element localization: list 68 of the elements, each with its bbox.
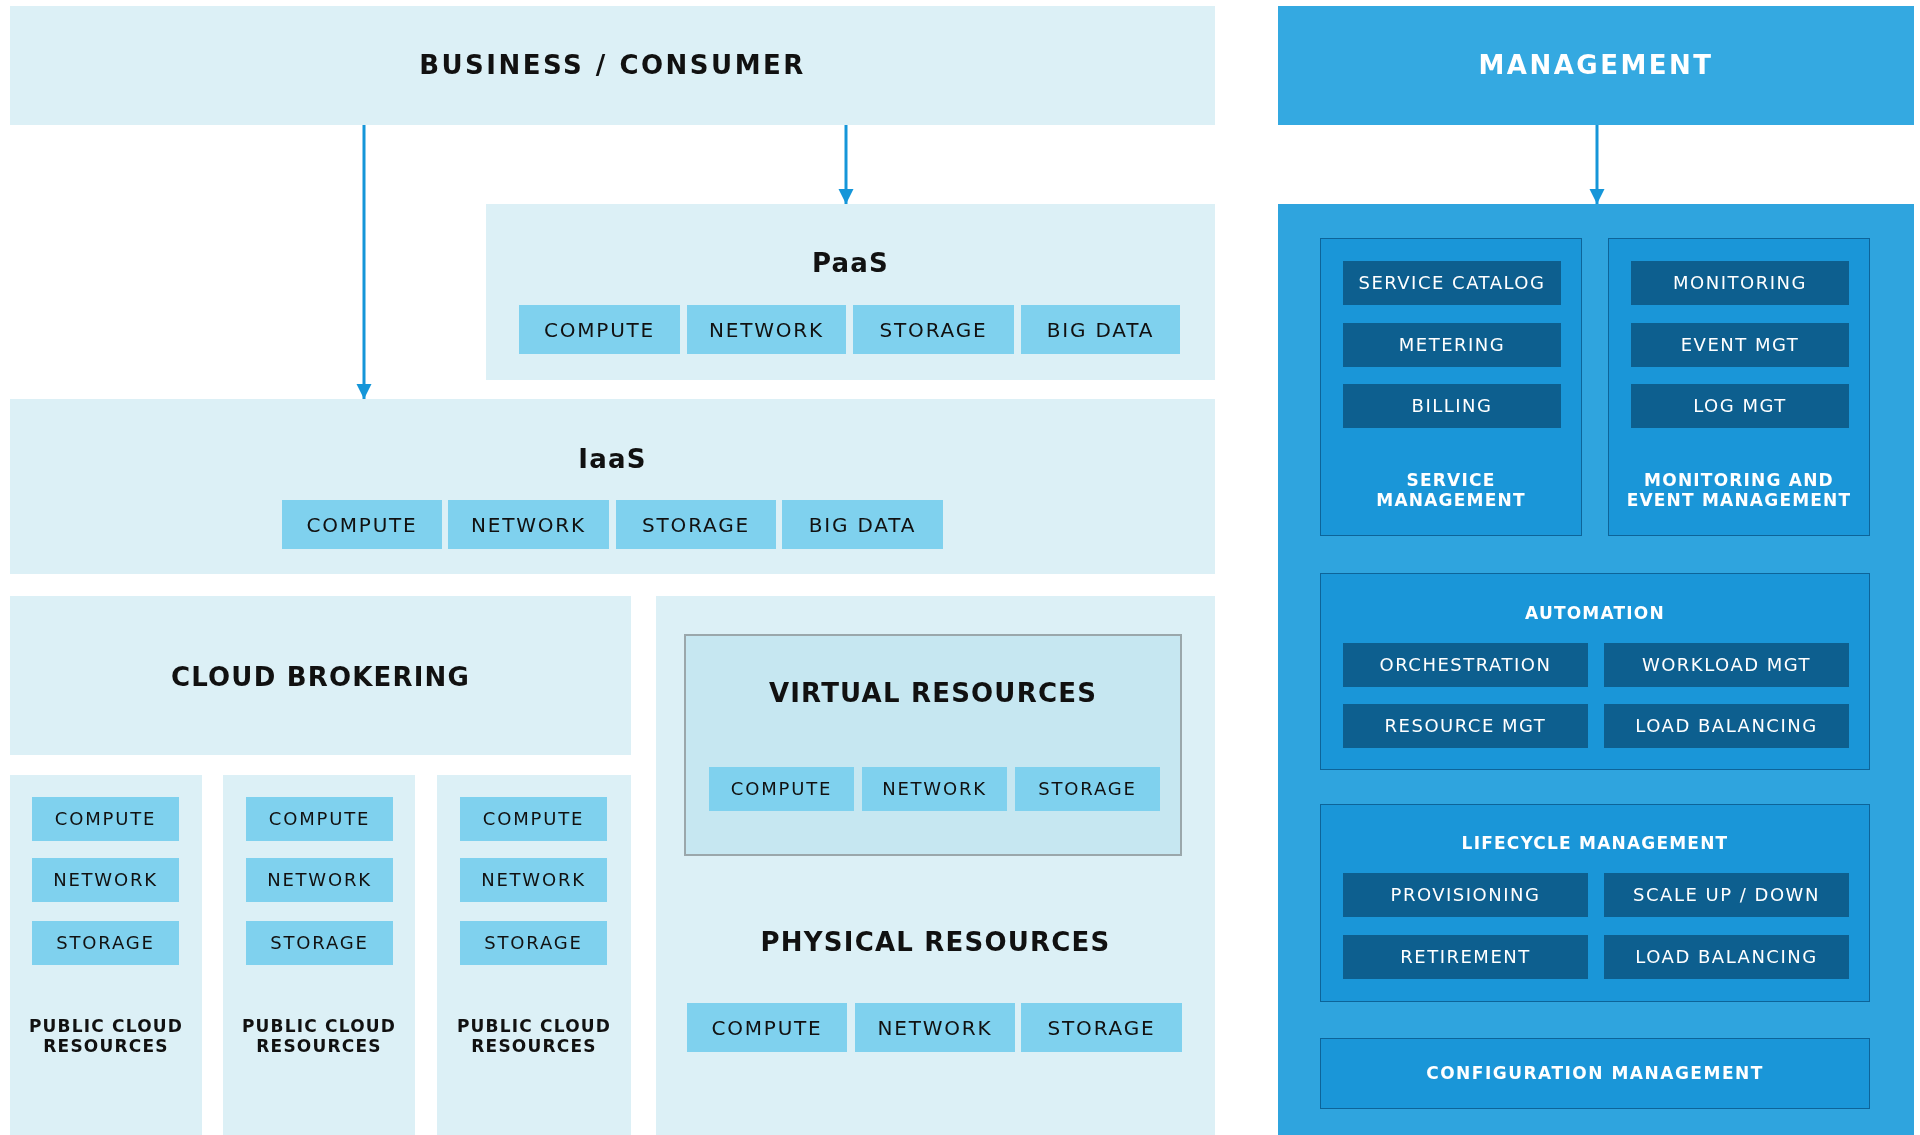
resource-chip: COMPUTE xyxy=(282,500,442,549)
virtual-resources-box xyxy=(684,634,1182,856)
function-tile: LOAD BALANCING xyxy=(1604,704,1849,748)
resource-chip: NETWORK xyxy=(687,305,846,354)
panel-title: PUBLIC CLOUD RESOURCES xyxy=(240,1015,398,1057)
panel-title: PUBLIC CLOUD RESOURCES xyxy=(27,1015,185,1057)
panel-title: SERVICE MANAGEMENT xyxy=(1375,469,1527,511)
resource-chip: STORAGE xyxy=(1021,1003,1182,1052)
function-group xyxy=(1320,573,1870,770)
function-tile: SCALE UP / DOWN xyxy=(1604,873,1849,917)
resource-chip: NETWORK xyxy=(855,1003,1015,1052)
layer-panel xyxy=(10,399,1215,574)
function-group xyxy=(1320,804,1870,1002)
resource-chip: COMPUTE xyxy=(687,1003,847,1052)
layer-panel xyxy=(10,775,202,1135)
panel-title: PHYSICAL RESOURCES xyxy=(760,927,1111,959)
resource-chip: NETWORK xyxy=(448,500,609,549)
panel-title: IaaS xyxy=(578,444,647,476)
resource-chip: NETWORK xyxy=(246,858,393,902)
management-panel xyxy=(1278,204,1914,1135)
layer-panel xyxy=(10,596,631,755)
panel-title: VIRTUAL RESOURCES xyxy=(768,678,1098,710)
layer-panel xyxy=(223,775,415,1135)
resource-chip: COMPUTE xyxy=(519,305,680,354)
arrow xyxy=(1589,125,1605,204)
resource-chip: NETWORK xyxy=(460,858,607,902)
arrow xyxy=(356,125,372,399)
panel-title: PaaS xyxy=(812,248,889,280)
panel-title: MONITORING AND EVENT MANAGEMENT xyxy=(1625,469,1853,511)
resource-chip: STORAGE xyxy=(460,921,607,965)
function-tile: BILLING xyxy=(1343,384,1561,428)
function-tile: RETIREMENT xyxy=(1343,935,1588,979)
function-tile: WORKLOAD MGT xyxy=(1604,643,1849,687)
function-tile: MONITORING xyxy=(1631,261,1849,305)
panel-title: LIFECYCLE MANAGEMENT xyxy=(1461,832,1729,854)
resource-chip: BIG DATA xyxy=(782,500,943,549)
resource-chip: STORAGE xyxy=(32,921,179,965)
function-tile: EVENT MGT xyxy=(1631,323,1849,367)
resource-chip: COMPUTE xyxy=(32,797,179,841)
resource-chip: COMPUTE xyxy=(709,767,854,811)
function-group xyxy=(1320,238,1582,536)
panel-title: AUTOMATION xyxy=(1525,602,1665,624)
function-group xyxy=(1608,238,1870,536)
layer-panel xyxy=(656,596,1215,1135)
resource-chip: STORAGE xyxy=(853,305,1014,354)
function-tile: ORCHESTRATION xyxy=(1343,643,1588,687)
function-group: CONFIGURATION MANAGEMENT xyxy=(1320,1038,1870,1109)
resource-chip: NETWORK xyxy=(32,858,179,902)
resource-chip: STORAGE xyxy=(1015,767,1160,811)
resource-chip: STORAGE xyxy=(616,500,776,549)
layer-panel xyxy=(486,204,1215,380)
layer-panel: BUSINESS / CONSUMER xyxy=(10,6,1215,125)
resource-chip: COMPUTE xyxy=(246,797,393,841)
arrow xyxy=(838,125,854,204)
function-tile: LOG MGT xyxy=(1631,384,1849,428)
function-tile: RESOURCE MGT xyxy=(1343,704,1588,748)
panel-title: PUBLIC CLOUD RESOURCES xyxy=(455,1015,613,1057)
layer-panel xyxy=(437,775,631,1135)
resource-chip: STORAGE xyxy=(246,921,393,965)
resource-chip: COMPUTE xyxy=(460,797,607,841)
function-tile: SERVICE CATALOG xyxy=(1343,261,1561,305)
panel-title: CLOUD BROKERING xyxy=(170,662,471,694)
function-tile: METERING xyxy=(1343,323,1561,367)
function-tile: PROVISIONING xyxy=(1343,873,1588,917)
function-tile: LOAD BALANCING xyxy=(1604,935,1849,979)
management-header: MANAGEMENT xyxy=(1278,6,1914,125)
resource-chip: NETWORK xyxy=(862,767,1007,811)
resource-chip: BIG DATA xyxy=(1021,305,1180,354)
